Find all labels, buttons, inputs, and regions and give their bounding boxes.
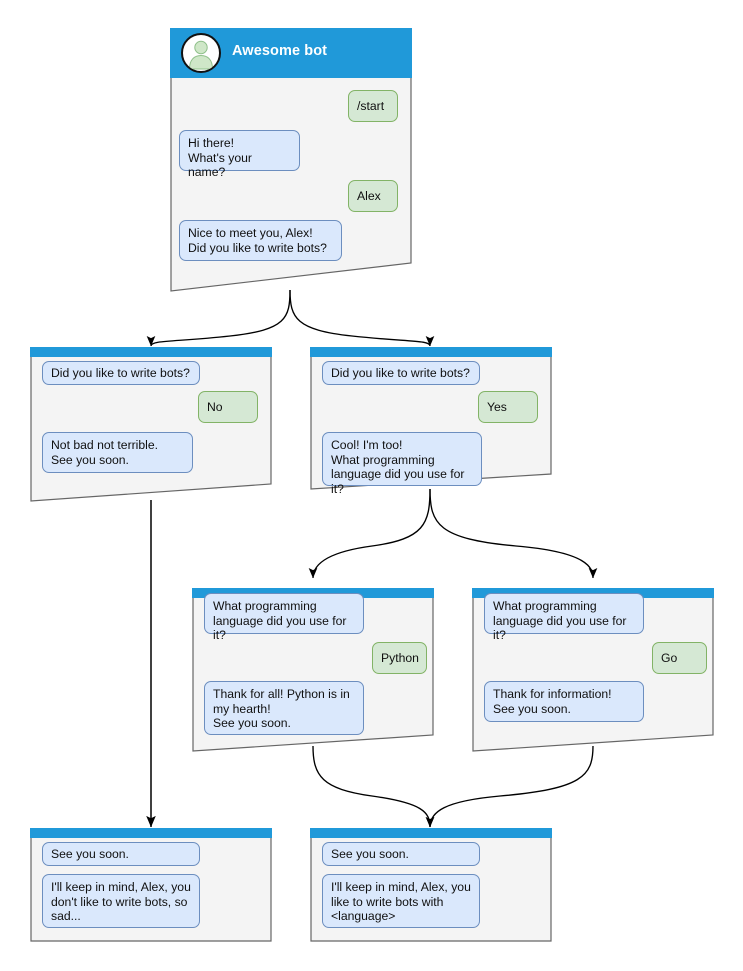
message-bubble-bot: Nice to meet you, Alex! Did you like to … <box>179 220 342 261</box>
node-header <box>30 347 272 357</box>
message-bubble-bot: What programming language did you use fo… <box>484 593 644 642</box>
node-inner: What programming language did you use fo… <box>472 588 714 752</box>
message-bubble-user: Alex <box>348 180 398 212</box>
message-bubble-bot: See you soon. <box>42 842 200 866</box>
edge-start-to-answer-yes <box>289 289 435 347</box>
person-avatar-icon <box>181 33 221 73</box>
message-bubble-bot: Not bad not terrible. See you soon. <box>42 432 193 473</box>
message-bubble-bot: What programming language did you use fo… <box>204 593 364 642</box>
edge-answer-yes-to-lang-go <box>429 488 598 579</box>
chat-node-lang-python[interactable]: What programming language did you use fo… <box>192 588 434 752</box>
chat-node-start[interactable]: Awesome bot /start Hi there! What's your… <box>170 28 412 292</box>
node-inner: Did you like to write bots? No Not bad n… <box>30 347 272 502</box>
chat-node-answer-no[interactable]: Did you like to write bots? No Not bad n… <box>30 347 272 502</box>
message-bubble-user: Yes <box>478 391 538 423</box>
message-bubble-bot: Did you like to write bots? <box>322 361 480 385</box>
chat-node-lang-go[interactable]: What programming language did you use fo… <box>472 588 714 752</box>
message-bubble-user: Go <box>652 642 707 674</box>
edge-lang-python-to-end-happy <box>312 745 435 828</box>
chat-node-end-sad[interactable]: See you soon. I'll keep in mind, Alex, y… <box>30 828 272 942</box>
message-bubble-bot: Did you like to write bots? <box>42 361 200 385</box>
edge-start-to-answer-no <box>146 289 291 347</box>
node-header <box>310 347 552 357</box>
message-bubble-bot: I'll keep in mind, Alex, you don't like … <box>42 874 200 928</box>
message-bubble-user: /start <box>348 90 398 122</box>
edge-lang-go-to-end-happy <box>425 745 594 828</box>
message-bubble-bot: Hi there! What's your name? <box>179 130 300 179</box>
node-inner: See you soon. I'll keep in mind, Alex, y… <box>310 828 552 942</box>
message-bubble-user: No <box>198 391 258 423</box>
node-inner: Awesome bot /start Hi there! What's your… <box>170 28 412 292</box>
node-inner: See you soon. I'll keep in mind, Alex, y… <box>30 828 272 942</box>
node-inner: What programming language did you use fo… <box>192 588 434 752</box>
node-header <box>30 828 272 838</box>
message-bubble-bot: Cool! I'm too! What programming language… <box>322 432 482 496</box>
message-bubble-bot: Thank for all! Python is in my hearth! S… <box>204 681 364 735</box>
message-bubble-bot: Thank for information! See you soon. <box>484 681 644 722</box>
message-bubble-bot: See you soon. <box>322 842 480 866</box>
chat-node-answer-yes[interactable]: Did you like to write bots? Yes Cool! I'… <box>310 347 552 496</box>
node-header <box>310 828 552 838</box>
node-title-start: Awesome bot <box>232 43 328 59</box>
message-bubble-user: Python <box>372 642 427 674</box>
node-inner: Did you like to write bots? Yes Cool! I'… <box>310 347 552 496</box>
message-bubble-bot: I'll keep in mind, Alex, you like to wri… <box>322 874 480 928</box>
chat-node-end-happy[interactable]: See you soon. I'll keep in mind, Alex, y… <box>310 828 552 942</box>
edge-answer-yes-to-lang-python <box>308 488 431 579</box>
